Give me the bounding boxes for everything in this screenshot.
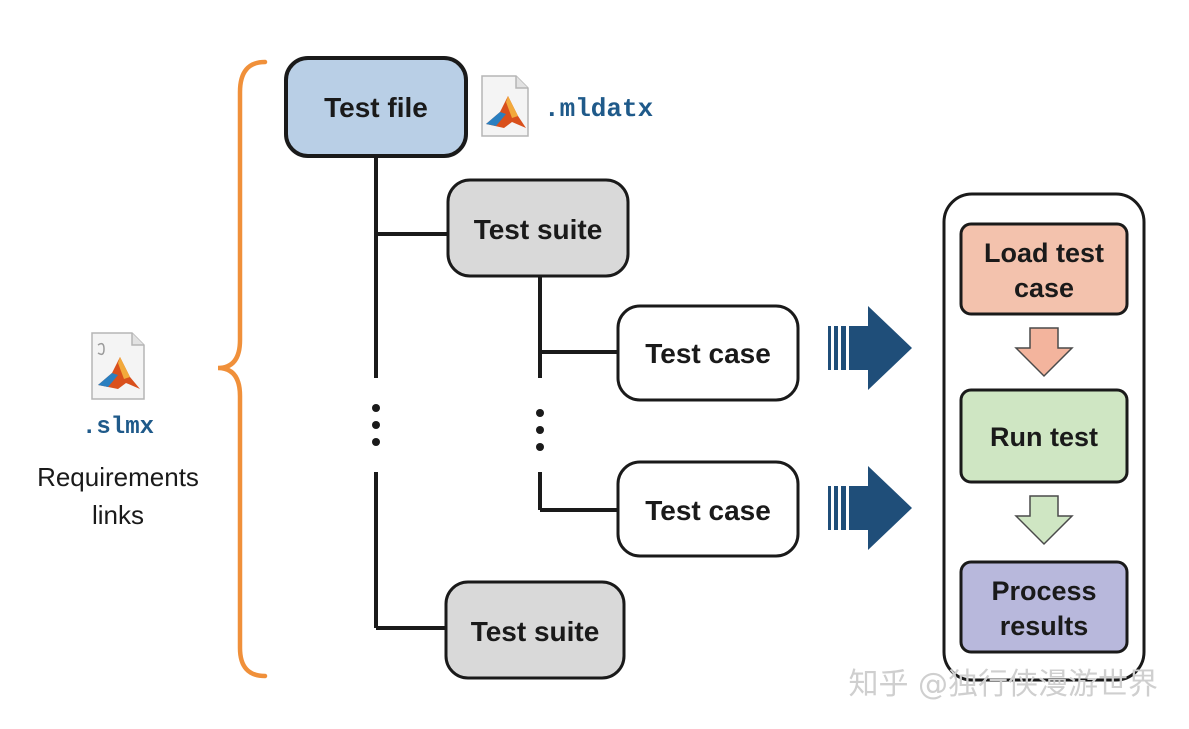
run-test-label: Run test [990,422,1098,452]
hierarchy-connectors [374,156,618,630]
requirements-label-line1: Requirements [37,462,199,492]
load-label-line1: Load test [984,238,1104,268]
results-label-line1: Process [991,576,1096,606]
matlab-file-icon [91,332,145,400]
requirements-label-line2: links [92,500,144,530]
load-label-line2: case [1014,273,1074,303]
slmx-extension: .slmx [82,414,154,441]
down-arrow-icon [1014,495,1074,546]
grouping-brace [217,59,268,679]
matlab-file-icon [481,75,529,137]
test-file-label: Test file [324,92,428,123]
test-case-1-label: Test case [645,338,771,369]
test-suite-node-bottom: Test suite [444,580,626,680]
test-file-node: Test file [284,56,468,158]
load-test-case-node: Load test case [959,222,1129,316]
process-results-node: Process results [959,560,1129,654]
ellipsis-dots [372,404,544,451]
test-suite-top-label: Test suite [474,214,603,245]
run-test-node: Run test [959,388,1129,484]
test-case-2-label: Test case [645,495,771,526]
blue-arrow-icon [828,306,912,390]
blue-arrow-icon [828,466,912,550]
test-case-node-1: Test case [616,304,800,402]
down-arrow-icon [1014,327,1074,378]
test-suite-node-top: Test suite [446,178,630,278]
watermark: 知乎 @独行侠漫游世界 [848,667,1158,702]
test-suite-bottom-label: Test suite [471,616,600,647]
results-label-line2: results [1000,611,1089,641]
mldatx-extension: .mldatx [544,94,653,124]
test-case-node-2: Test case [616,460,800,558]
